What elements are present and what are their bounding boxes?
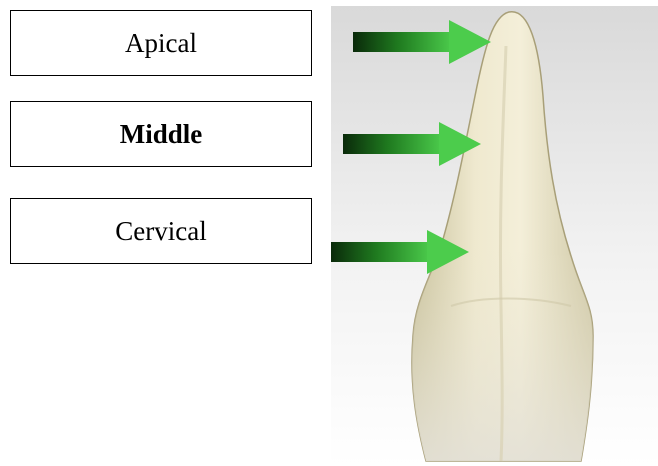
apical-label: Apical xyxy=(125,28,197,59)
cervical-label-box: Cervical xyxy=(10,198,312,264)
tooth-photo xyxy=(331,6,658,466)
apical-label-box: Apical xyxy=(10,10,312,76)
middle-label: Middle xyxy=(120,119,203,150)
middle-label-box: Middle xyxy=(10,101,312,167)
cervical-label: Cervical xyxy=(115,216,206,247)
